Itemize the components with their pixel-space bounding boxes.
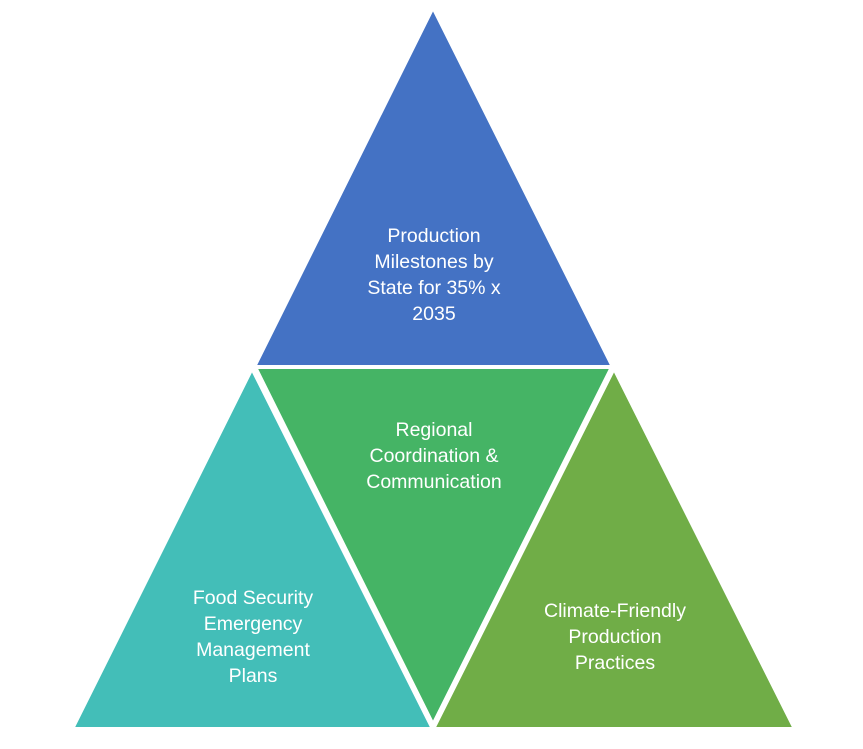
food-security-label: Food Security Emergency Management Plans xyxy=(192,587,314,687)
regional-coordination-label: Regional Coordination & Communication xyxy=(366,419,502,493)
climate-friendly-label: Climate-Friendly Production Practices xyxy=(544,600,686,674)
right-triangle xyxy=(429,363,799,731)
left-triangle xyxy=(68,363,437,731)
production-milestones-label: Production Milestones by State for 35% x… xyxy=(367,225,501,325)
middle-inverted-triangle xyxy=(251,365,616,730)
